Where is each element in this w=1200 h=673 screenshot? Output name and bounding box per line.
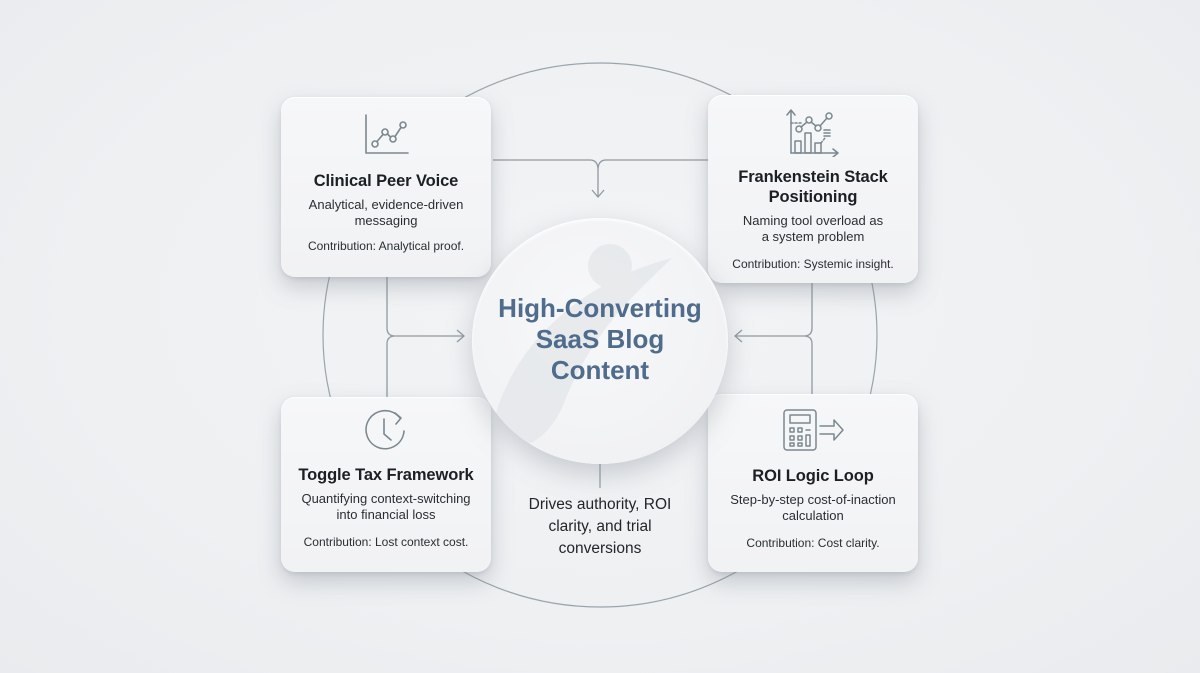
right-arrowhead <box>734 329 743 343</box>
card-toggle-tax-framework: Toggle Tax Framework Quantifying context… <box>281 397 491 572</box>
card-contribution: Contribution: Lost context cost. <box>303 535 469 549</box>
card-title: Toggle Tax Framework <box>298 466 474 484</box>
line-chart-icon <box>365 114 409 154</box>
bar-line-chart-icon <box>786 109 839 157</box>
card-description: Naming tool overload as a system problem <box>742 213 884 244</box>
card-description: Quantifying context-switching into finan… <box>301 491 471 522</box>
center-hub: High-Converting SaaS Blog Content <box>472 218 728 464</box>
card-title: ROI Logic Loop <box>752 467 874 485</box>
outcome-text: Drives authority, ROI clarity, and trial… <box>528 496 672 557</box>
hub-title: High-Converting SaaS Blog Content <box>498 292 702 385</box>
card-title: Frankenstein Stack Positioning <box>738 168 888 206</box>
watermark-logo-icon <box>492 244 672 446</box>
top-arrowhead <box>591 189 605 198</box>
card-contribution: Contribution: Cost clarity. <box>746 536 880 550</box>
left-arrowhead <box>456 329 465 343</box>
card-frankenstein-stack-positioning: Frankenstein Stack Positioning Naming to… <box>708 95 918 283</box>
clock-refresh-icon <box>365 409 405 450</box>
card-title: Clinical Peer Voice <box>313 172 459 190</box>
card-description: Step-by-step cost-of-inaction calculatio… <box>730 492 896 523</box>
calculator-arrow-icon <box>783 409 844 451</box>
orbit-ring <box>322 62 878 608</box>
top-connector <box>493 159 708 171</box>
card-contribution: Contribution: Analytical proof. <box>307 239 465 253</box>
card-roi-logic-loop: ROI Logic Loop Step-by-step cost-of-inac… <box>708 394 918 572</box>
card-clinical-peer-voice: Clinical Peer Voice Analytical, evidence… <box>281 97 491 277</box>
card-description: Analytical, evidence-driven messaging <box>308 197 464 228</box>
card-contribution: Contribution: Systemic insight. <box>732 257 894 271</box>
left-connector <box>386 277 396 397</box>
right-connector <box>803 283 813 394</box>
